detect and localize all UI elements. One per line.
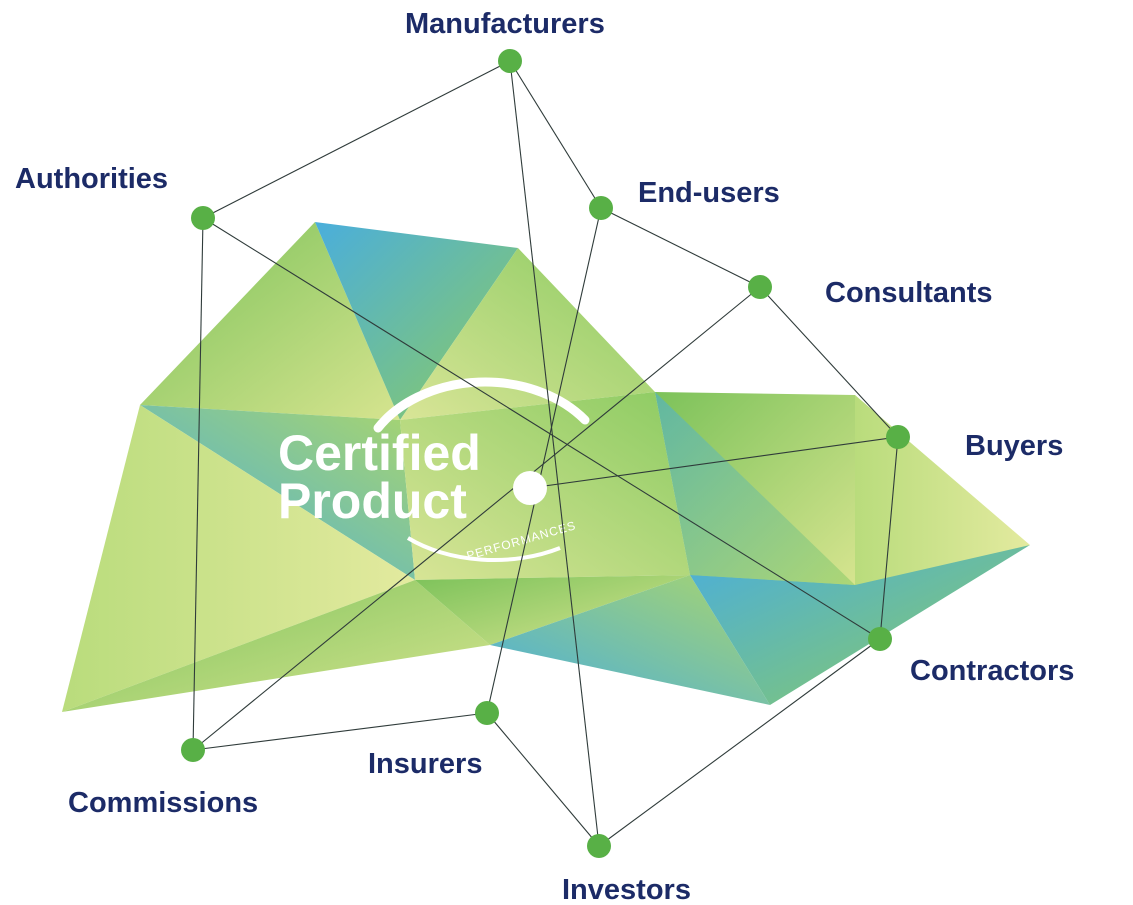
facet [140, 222, 400, 420]
facet [400, 248, 655, 420]
background-facets [62, 222, 1030, 712]
node-manufacturers [498, 49, 522, 73]
label-commissions: Commissions [68, 787, 258, 819]
facet [490, 575, 770, 705]
logo-line2: Product [278, 473, 467, 529]
facet [415, 575, 690, 645]
node-investors [587, 834, 611, 858]
label-authorities: Authorities [15, 163, 168, 195]
logo-line1: Certified [278, 425, 481, 481]
edge [509, 60, 600, 847]
edge [486, 712, 600, 847]
edge [529, 436, 899, 489]
edge [202, 217, 881, 640]
label-insurers: Insurers [368, 748, 482, 780]
node-insurers [475, 701, 499, 725]
edge [509, 60, 602, 209]
facet [690, 545, 1030, 705]
label-manufacturers: Manufacturers [405, 8, 605, 40]
facet [62, 580, 490, 712]
label-contractors: Contractors [910, 655, 1074, 687]
edge [192, 286, 761, 751]
label-investors: Investors [562, 874, 691, 905]
node-consultants [748, 275, 772, 299]
node-end-users [589, 196, 613, 220]
node-authorities [191, 206, 215, 230]
node-buyers [886, 425, 910, 449]
edge [486, 207, 602, 714]
facet [62, 405, 415, 712]
network-edges [192, 60, 899, 847]
edge [192, 712, 488, 751]
facet [655, 392, 855, 585]
logo-arc-bottom [406, 536, 561, 562]
network-nodes [181, 49, 910, 858]
facet [315, 222, 518, 420]
node-commissions [181, 738, 205, 762]
edge [759, 286, 899, 438]
node-labels: Manufacturers Authorities End-users Cons… [15, 8, 1074, 905]
label-end-users: End-users [638, 177, 780, 209]
edge [192, 217, 204, 751]
center-hub [513, 471, 547, 505]
edge [598, 638, 881, 847]
logo-arc-top [373, 377, 590, 433]
edge [202, 60, 511, 219]
edge [600, 207, 761, 288]
label-buyers: Buyers [965, 430, 1063, 462]
node-contractors [868, 627, 892, 651]
label-consultants: Consultants [825, 277, 993, 309]
edge [879, 436, 899, 640]
